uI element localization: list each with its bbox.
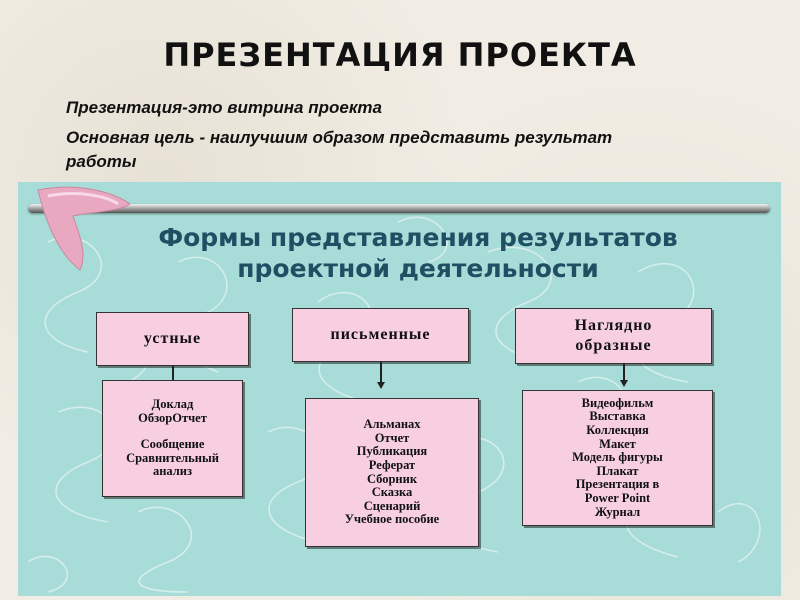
header-written: письменные	[292, 308, 469, 362]
diagram-title: Формы представления результатов проектно…	[78, 222, 758, 284]
list-item: Учебное пособие	[344, 512, 440, 527]
list-item: анализ	[152, 464, 193, 479]
header-visual: Наглядно образные	[515, 308, 712, 364]
connector-written	[380, 362, 382, 384]
list-item: Журнал	[594, 504, 641, 519]
list-item: Коллекция	[586, 423, 649, 438]
list-item: Сценарий	[363, 498, 421, 513]
list-written: Альманах Отчет Публикация Реферат Сборни…	[305, 398, 479, 547]
list-item: Доклад	[151, 397, 194, 412]
metal-rod-icon	[28, 204, 770, 213]
list-item: Макет	[599, 436, 636, 451]
list-item: Видеофильм	[581, 395, 654, 410]
list-item: Выставка	[589, 409, 646, 424]
list-item: Модель фигуры	[572, 450, 663, 465]
list-item: Плакат	[596, 463, 639, 478]
slide-subtitle-1: Презентация-это витрина проекта	[66, 98, 383, 117]
list-item: Отчет	[374, 430, 410, 445]
list-oral: Доклад ОбзорОтчет Сообщение Сравнительны…	[102, 380, 243, 497]
arrow-down-icon	[377, 382, 385, 389]
list-item: ОбзорОтчет	[138, 410, 207, 425]
diagram-title-line1: Формы представления результатов	[158, 223, 678, 252]
slide-subtitle-2: Основная цель - наилучшим образом предст…	[66, 128, 613, 171]
list-item: Сравнительный	[126, 450, 219, 465]
connector-visual	[623, 364, 625, 382]
diagram-title-line2: проектной деятельности	[237, 254, 599, 283]
list-item: Реферат	[368, 457, 416, 472]
arrow-down-icon	[620, 380, 628, 387]
header-visual-label-2: образные	[575, 337, 652, 354]
slide-title: ПРЕЗЕНТАЦИЯ ПРОЕКТА	[163, 36, 637, 74]
connector-oral	[172, 366, 174, 380]
list-item: Сказка	[371, 485, 413, 500]
list-item: Публикация	[356, 444, 428, 459]
header-oral: устные	[96, 312, 249, 366]
list-visual: Видеофильм Выставка Коллекция Макет Моде…	[522, 390, 713, 526]
boomerang-icon	[37, 186, 131, 271]
list-item: Сборник	[366, 471, 418, 486]
list-item: Сообщение	[140, 437, 205, 452]
list-item: Power Point	[584, 490, 651, 505]
header-oral-label: устные	[143, 330, 202, 347]
list-item: Презентация в	[575, 477, 660, 492]
forms-diagram: Формы представления результатов проектно…	[18, 182, 781, 596]
header-written-label: письменные	[330, 326, 431, 343]
list-item: Альманах	[363, 417, 421, 432]
header-visual-label-1: Наглядно	[574, 317, 653, 334]
